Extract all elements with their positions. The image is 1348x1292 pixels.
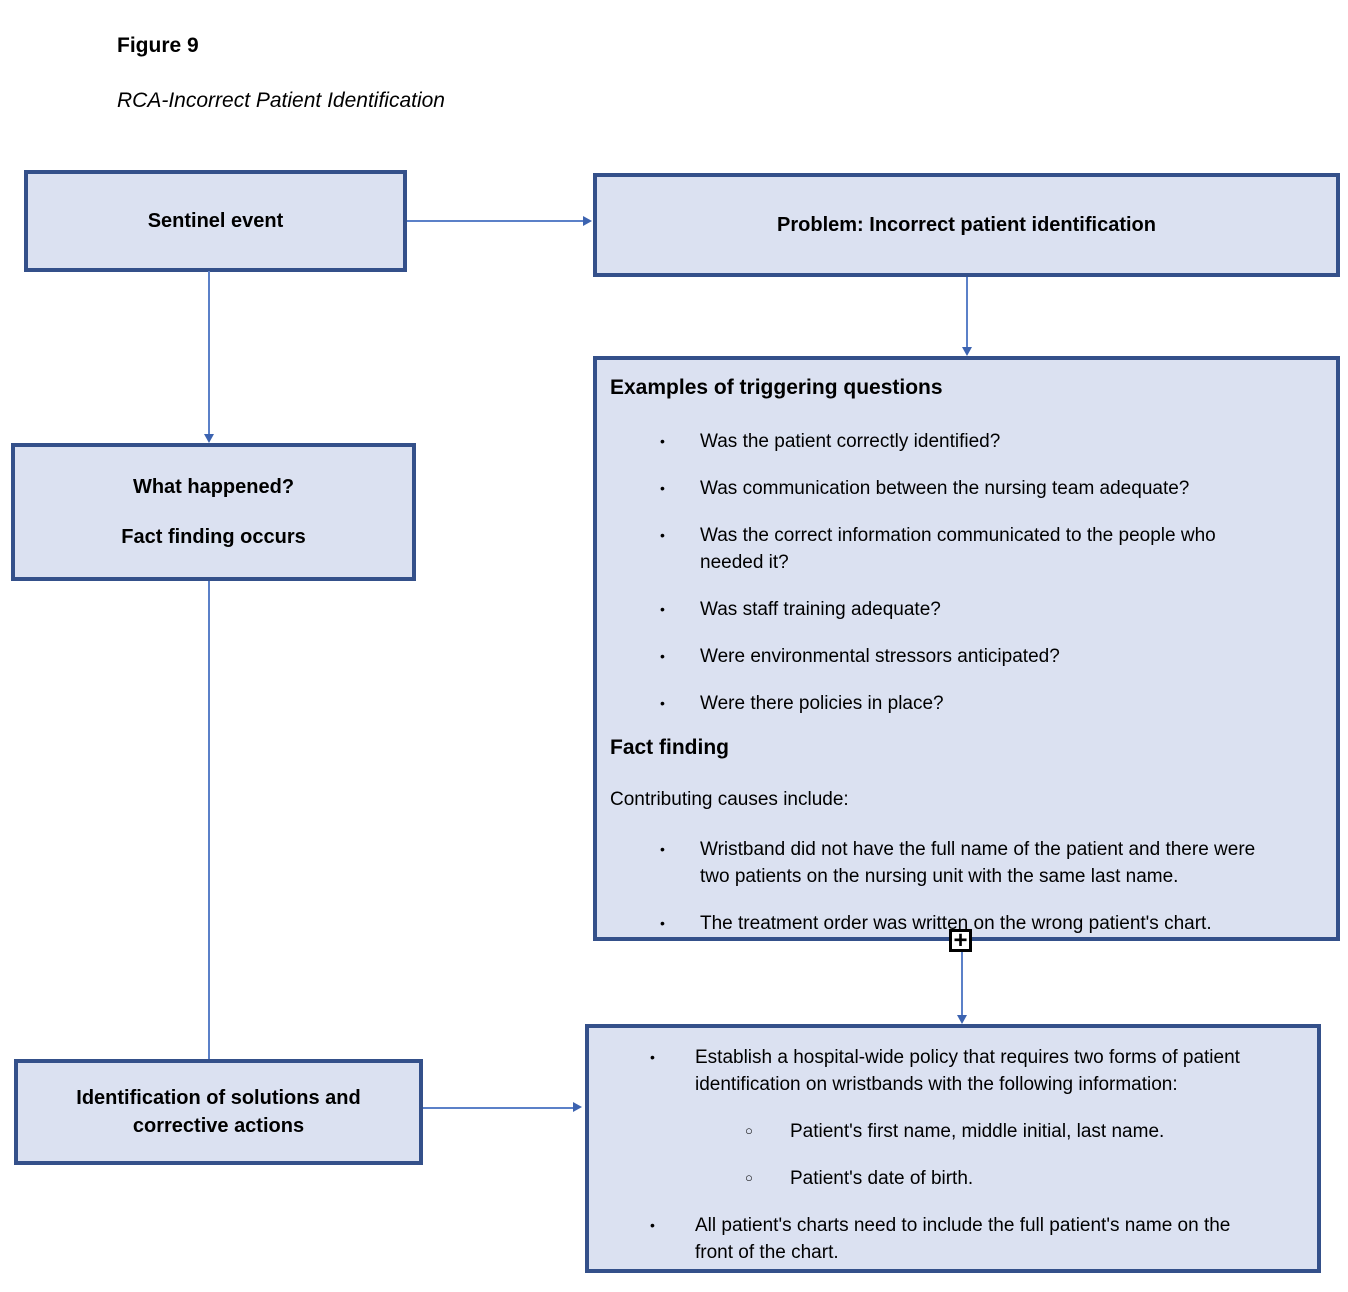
cause-text: The treatment order was written on the w…: [700, 913, 1212, 934]
action-item: • Establish a hospital-wide policy that …: [650, 1044, 1299, 1098]
corrective-actions-box: • Establish a hospital-wide policy that …: [585, 1024, 1321, 1273]
action-subitems: ○ Patient's first name, middle initial, …: [650, 1118, 1299, 1192]
bullet-icon: •: [660, 433, 665, 449]
wristband-subitems-list: ○ Patient's first name, middle initial, …: [745, 1118, 1299, 1192]
question-text: Was the correct information communicated…: [700, 525, 1216, 573]
crosshair-plus-handle-icon[interactable]: +: [949, 926, 972, 954]
arrowhead-down-icon: [962, 347, 972, 356]
cause-item: • Wristband did not have the full name o…: [660, 836, 1316, 890]
problem-label: Problem: Incorrect patient identificatio…: [777, 214, 1156, 236]
connector-problem-to-questions: [966, 277, 968, 347]
circle-bullet-icon: ○: [745, 1123, 753, 1138]
arrowhead-right-icon: [573, 1102, 582, 1112]
question-text: Was communication between the nursing te…: [700, 478, 1190, 499]
sentinel-event-box: Sentinel event: [24, 170, 407, 272]
sentinel-event-label: Sentinel event: [147, 210, 284, 232]
action-subitem: ○ Patient's first name, middle initial, …: [745, 1118, 1299, 1145]
action-subitem: ○ Patient's date of birth.: [745, 1165, 1299, 1192]
arrowhead-down-icon: [204, 434, 214, 443]
connector-what-happened-to-solutions: [208, 581, 210, 1059]
bullet-icon: •: [660, 841, 665, 857]
circle-bullet-icon: ○: [745, 1170, 753, 1185]
question-item: • Were there policies in place?: [660, 690, 1316, 717]
subitem-text: Patient's date of birth.: [790, 1168, 974, 1189]
action-text: Establish a hospital-wide policy that re…: [695, 1047, 1240, 1095]
question-text: Was the patient correctly identified?: [700, 431, 1001, 452]
triggering-questions-heading: Examples of triggering questions: [610, 376, 943, 399]
contributing-causes-intro: Contributing causes include:: [610, 789, 849, 810]
question-text: Were environmental stressors anticipated…: [700, 646, 1060, 667]
bullet-icon: •: [660, 648, 665, 664]
bullet-icon: •: [660, 480, 665, 496]
action-item: • All patient's charts need to include t…: [650, 1212, 1299, 1266]
triggering-questions-box: Examples of triggering questions • Was t…: [593, 356, 1340, 941]
bullet-icon: •: [660, 527, 665, 543]
figure-title: RCA-Incorrect Patient Identification: [117, 89, 445, 112]
bullet-icon: •: [660, 695, 665, 711]
plus-glyph: +: [953, 926, 968, 954]
fact-finding-heading: Fact finding: [610, 736, 729, 759]
contributing-causes-list: • Wristband did not have the full name o…: [660, 836, 1316, 937]
figure-label: Figure 9: [117, 34, 199, 57]
problem-box: Problem: Incorrect patient identificatio…: [593, 173, 1340, 277]
bullet-icon: •: [660, 601, 665, 617]
bullet-icon: •: [650, 1217, 655, 1233]
question-item: • Was staff training adequate?: [660, 596, 1316, 623]
question-item: • Was communication between the nursing …: [660, 475, 1316, 502]
what-happened-box: What happened? Fact finding occurs: [11, 443, 416, 581]
cause-item: • The treatment order was written on the…: [660, 910, 1316, 937]
question-item: • Was the patient correctly identified?: [660, 428, 1316, 455]
what-happened-line2: Fact finding occurs: [121, 526, 306, 548]
cause-text: Wristband did not have the full name of …: [700, 839, 1256, 887]
connector-sentinel-to-problem: [407, 220, 584, 222]
connector-questions-to-actions: [961, 941, 963, 1015]
solutions-label: Identification of solutions and correcti…: [76, 1087, 361, 1137]
what-happened-line1: What happened?: [132, 476, 295, 498]
triggering-questions-list: • Was the patient correctly identified? …: [660, 428, 1316, 717]
corrective-actions-list: • Establish a hospital-wide policy that …: [650, 1044, 1299, 1266]
question-text: Was staff training adequate?: [700, 599, 941, 620]
subitem-text: Patient's first name, middle initial, la…: [790, 1121, 1165, 1142]
arrowhead-down-icon: [957, 1015, 967, 1024]
arrowhead-right-icon: [583, 216, 592, 226]
bullet-icon: •: [650, 1049, 655, 1065]
solutions-box: Identification of solutions and correcti…: [14, 1059, 423, 1165]
connector-sentinel-to-what-happened: [208, 271, 210, 434]
question-item: • Were environmental stressors anticipat…: [660, 643, 1316, 670]
bullet-icon: •: [660, 915, 665, 931]
question-text: Were there policies in place?: [700, 693, 944, 714]
connector-solutions-to-actions: [423, 1107, 573, 1109]
action-text: All patient's charts need to include the…: [695, 1215, 1231, 1263]
question-item: • Was the correct information communicat…: [660, 522, 1316, 576]
